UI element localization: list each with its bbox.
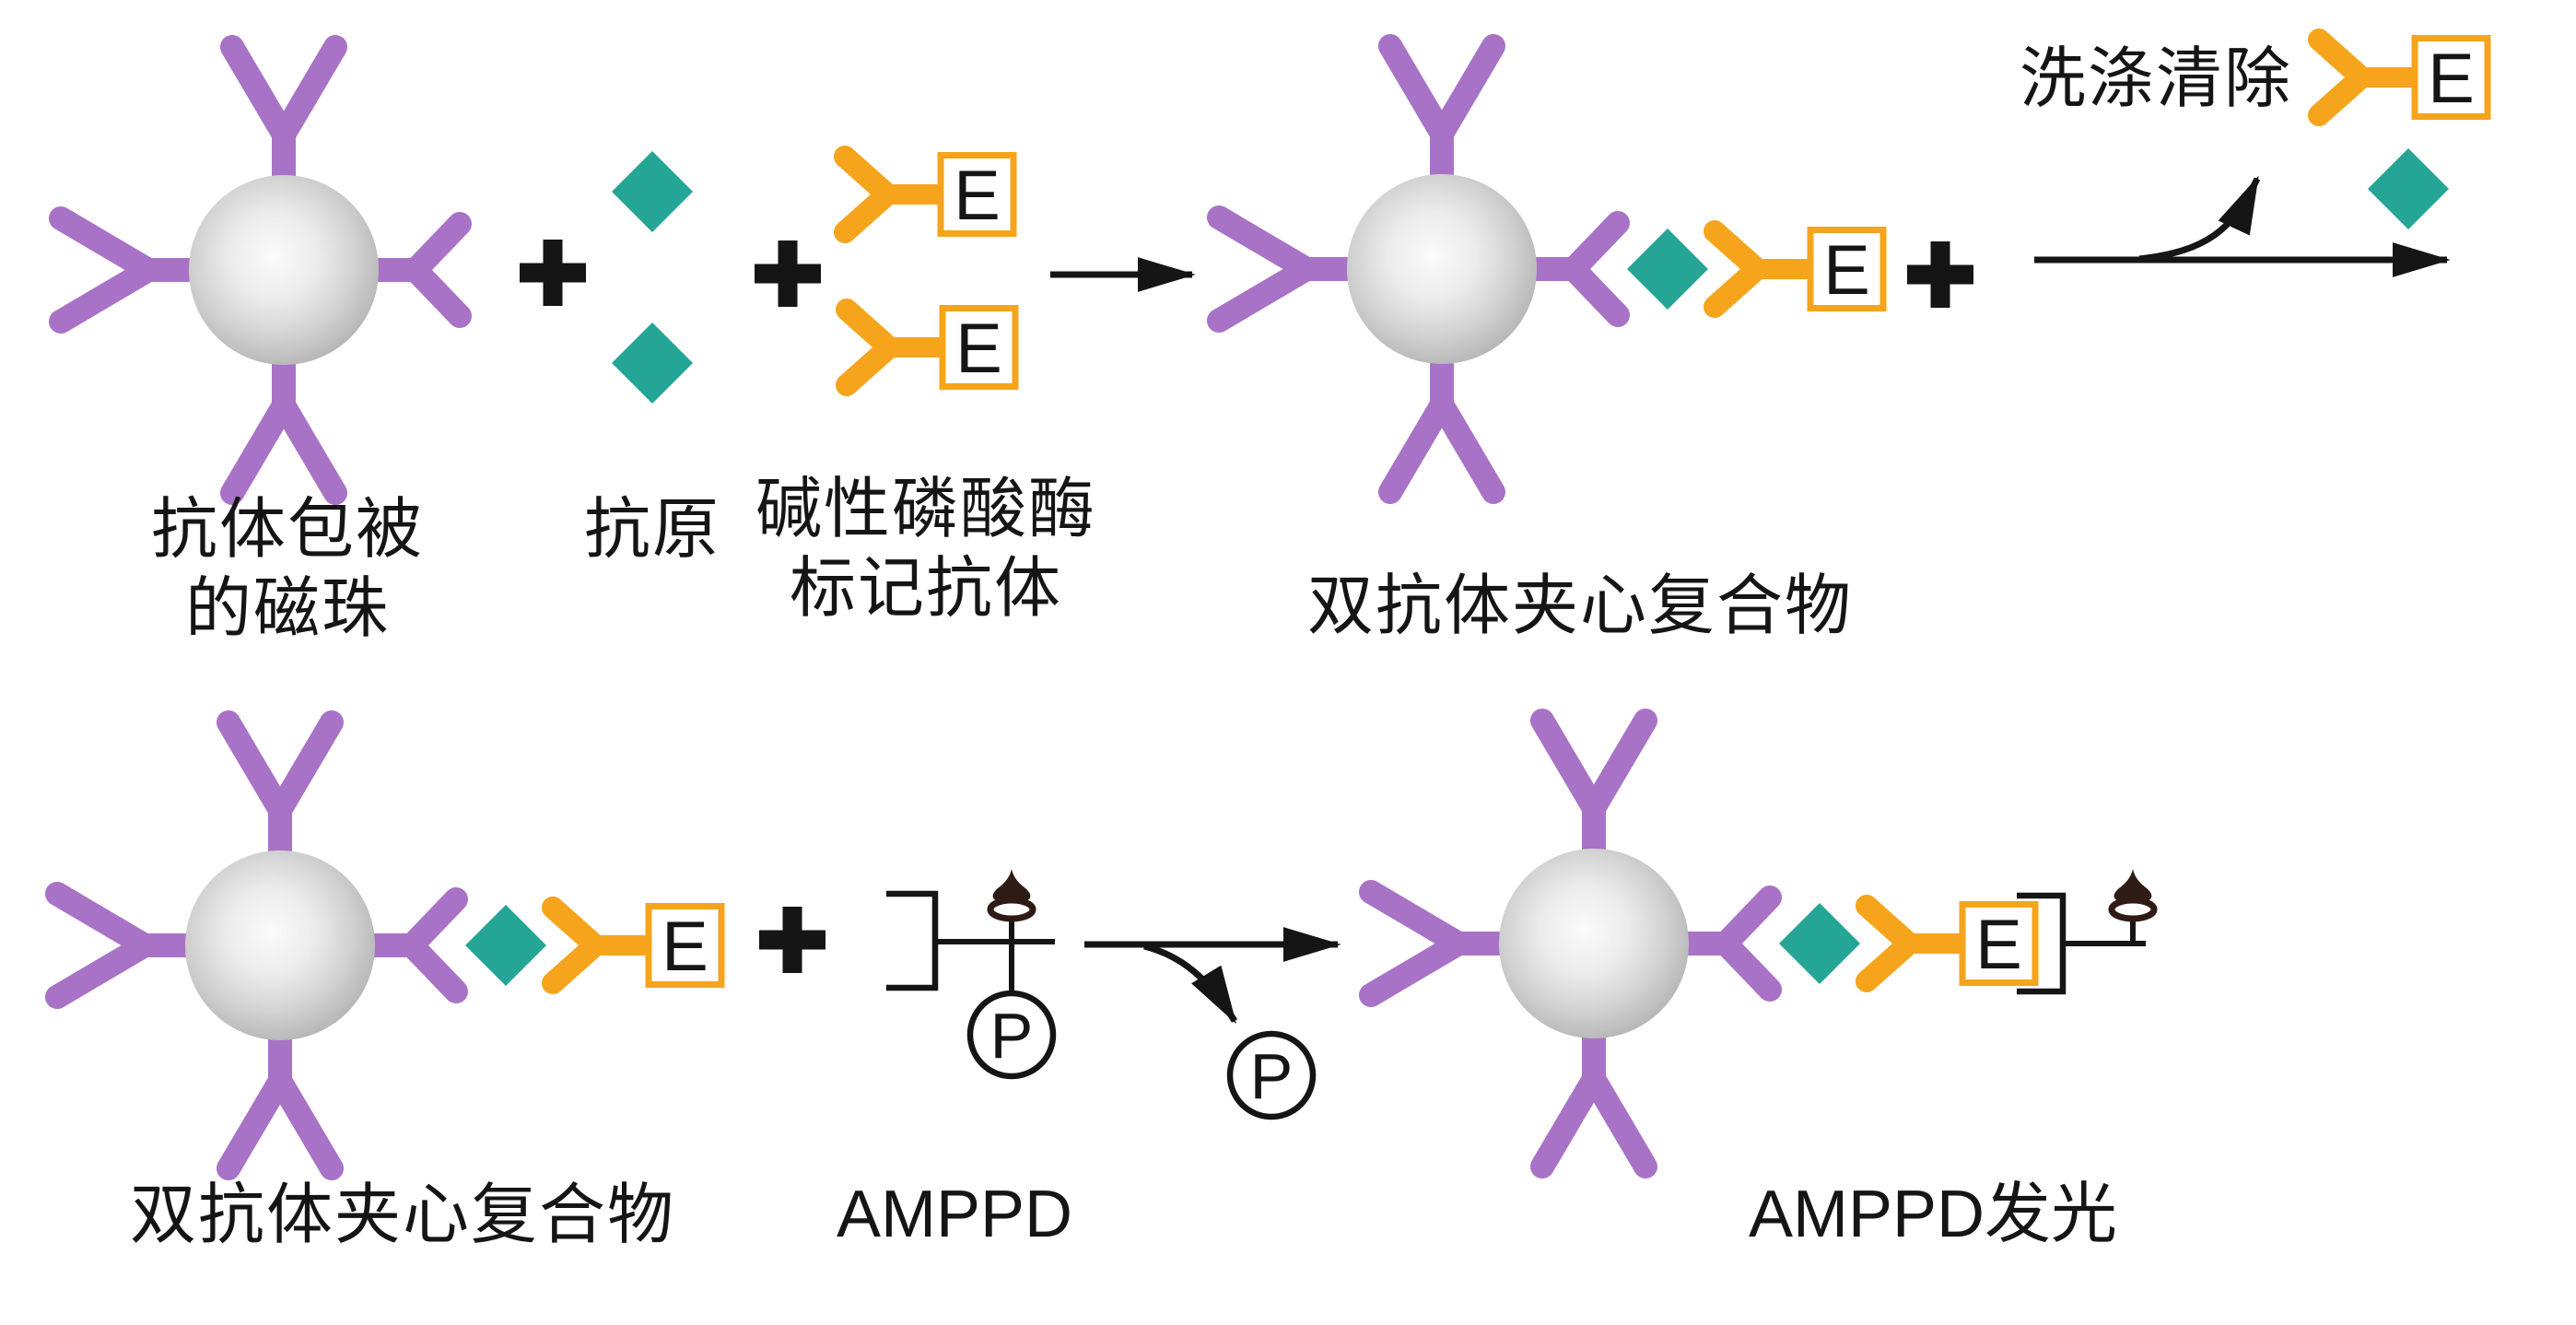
sandwich-complex-1 bbox=[1219, 46, 1883, 492]
released-phosphate bbox=[1230, 1034, 1313, 1117]
label-complex-row2: 双抗体夹心复合物 bbox=[130, 1178, 675, 1252]
label-bead-line1: 抗体包被 bbox=[151, 493, 424, 567]
label-enzyme-antibody-line2: 标记抗体 bbox=[790, 552, 1062, 626]
wash-branch-arrow bbox=[2138, 175, 2261, 263]
washed-enzyme-antibody bbox=[2319, 39, 2488, 119]
label-wash: 洗涤清除 bbox=[2020, 42, 2292, 116]
free-antigen-2 bbox=[612, 322, 693, 404]
dephosphorylated-amppd-on-complex bbox=[2017, 869, 2154, 995]
bead-unit-1 bbox=[61, 47, 460, 493]
label-antigen: 抗原 bbox=[584, 493, 720, 567]
plus-1 bbox=[520, 240, 586, 306]
label-substrate: AMPPD bbox=[837, 1178, 1072, 1251]
sandwich-complex-3 bbox=[1371, 721, 2035, 1167]
product-luminophore bbox=[2112, 869, 2154, 919]
plus-2 bbox=[755, 240, 821, 307]
free-enzyme-antibody-1 bbox=[845, 156, 1013, 236]
sandwich-complex-2 bbox=[57, 722, 721, 1168]
free-enzyme-antibody-2 bbox=[847, 309, 1015, 389]
amppd-phosphate bbox=[970, 993, 1053, 1076]
plus-3 bbox=[1907, 241, 1973, 308]
phosphate-release-arrow bbox=[1143, 943, 1237, 1025]
washed-antigen bbox=[2368, 148, 2449, 229]
amppd-bracket bbox=[886, 890, 939, 991]
label-enzyme-antibody-line1: 碱性磷酸酶 bbox=[755, 473, 1096, 546]
free-antigen-1 bbox=[612, 151, 693, 232]
label-complex-row1: 双抗体夹心复合物 bbox=[1307, 569, 1853, 643]
label-bead-line2: 的磁珠 bbox=[185, 572, 390, 646]
amppd-structure bbox=[886, 869, 1055, 1076]
amppd-luminophore bbox=[990, 869, 1033, 919]
label-product: AMPPD发光 bbox=[1749, 1178, 2117, 1251]
plus-4 bbox=[759, 907, 825, 973]
